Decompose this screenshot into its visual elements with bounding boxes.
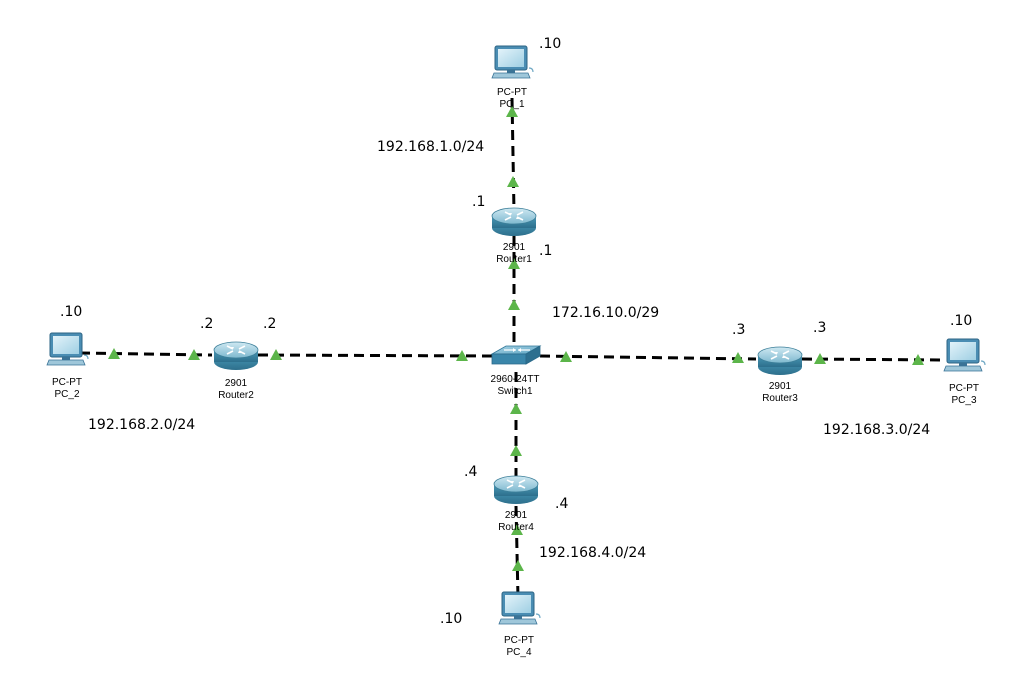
pc4-model: PC-PT — [504, 635, 534, 646]
link-router3-pc3[interactable] — [801, 357, 947, 362]
pc1-name: PC_1 — [499, 99, 525, 110]
router2-name: Router2 — [218, 390, 254, 401]
host-label-r4-lan: .4 — [555, 496, 569, 512]
switch1-icon[interactable] — [491, 345, 541, 365]
router1-icon[interactable] — [491, 207, 537, 237]
host-label-r4-core: .4 — [464, 464, 478, 480]
router4-model: 2901 — [504, 510, 528, 521]
host-label-r3-core: .3 — [732, 322, 746, 338]
pc2-icon[interactable] — [46, 332, 89, 366]
router4-label: 2901 Router4 — [492, 510, 540, 534]
router4-name: Router4 — [498, 522, 534, 533]
link-up-icon — [508, 299, 520, 310]
link-pc1-router1[interactable] — [510, 97, 516, 213]
host-label-pc1: .10 — [539, 36, 562, 52]
switch1-model: 2960-24TT — [490, 374, 540, 385]
host-label-r3-lan: .3 — [813, 320, 827, 336]
network-label-net1: 192.168.1.0/24 — [377, 139, 485, 155]
link-switch1-router3[interactable] — [539, 354, 757, 361]
host-label-pc2: .10 — [60, 304, 83, 320]
pc1-label: PC-PT PC_1 — [490, 87, 534, 111]
network-label-net3: 192.168.3.0/24 — [823, 422, 931, 438]
router3-model: 2901 — [768, 381, 792, 392]
switch1-label: 2960-24TT Switch1 — [484, 374, 546, 398]
link-router2-switch1[interactable] — [257, 353, 493, 358]
host-label-r1-core: .1 — [539, 243, 553, 259]
router1-model: 2901 — [502, 242, 526, 253]
pc2-model: PC-PT — [52, 377, 82, 388]
router1-name: Router1 — [496, 254, 532, 265]
pc4-icon[interactable] — [498, 591, 541, 625]
pc3-model: PC-PT — [949, 383, 979, 394]
switch1-name: Switch1 — [497, 386, 533, 397]
router2-icon[interactable] — [213, 341, 259, 371]
router2-label: 2901 Router2 — [212, 378, 260, 402]
link-up-icon — [510, 403, 522, 414]
pc3-label: PC-PT PC_3 — [942, 383, 986, 407]
pc4-label: PC-PT PC_4 — [497, 635, 541, 659]
network-label-net4: 192.168.4.0/24 — [539, 545, 647, 561]
router2-model: 2901 — [224, 378, 248, 389]
host-label-r1-lan: .1 — [472, 194, 486, 210]
link-up-icon — [507, 176, 519, 187]
pc1-model: PC-PT — [497, 87, 527, 98]
host-label-r2-lan: .2 — [200, 316, 214, 332]
pc3-name: PC_3 — [951, 395, 977, 406]
network-label-core: 172.16.10.0/29 — [552, 305, 660, 321]
pc4-name: PC_4 — [506, 647, 532, 658]
pc2-name: PC_2 — [54, 389, 80, 400]
pc1-icon[interactable] — [491, 45, 534, 79]
link-pc2-router2[interactable] — [79, 351, 213, 357]
links — [79, 97, 947, 599]
host-label-r2-core: .2 — [263, 316, 277, 332]
link-up-icon — [512, 560, 524, 571]
router4-icon[interactable] — [493, 475, 539, 505]
pc3-icon[interactable] — [943, 338, 986, 372]
router3-label: 2901 Router3 — [756, 381, 804, 405]
host-label-pc3: .10 — [950, 313, 973, 329]
link-up-icon — [510, 445, 522, 456]
router3-icon[interactable] — [757, 346, 803, 376]
router1-label: 2901 Router1 — [490, 242, 538, 266]
pc2-label: PC-PT PC_2 — [45, 377, 89, 401]
router3-name: Router3 — [762, 393, 798, 404]
host-label-pc4: .10 — [440, 611, 463, 627]
network-label-net2: 192.168.2.0/24 — [88, 417, 196, 433]
